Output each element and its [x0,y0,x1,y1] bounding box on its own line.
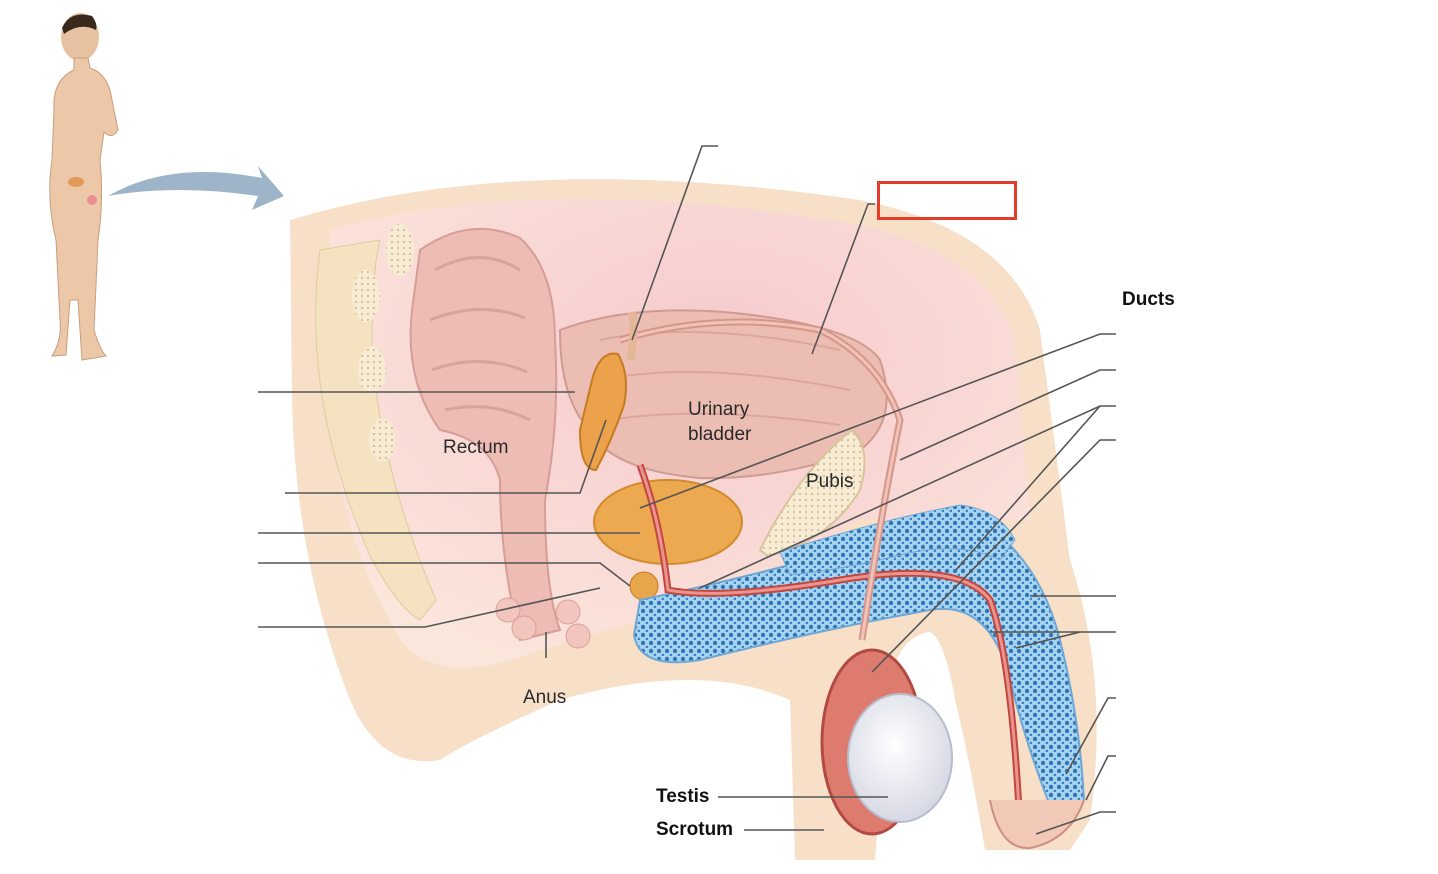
answer-box[interactable] [877,181,1017,220]
ducts-label: Ducts [1122,289,1175,310]
pubis-label: Pubis [806,471,854,492]
testis-label: Testis [656,786,710,807]
anus-label: Anus [523,687,567,708]
body-cross-section [290,179,1097,860]
pointer-arrow [108,166,284,210]
scrotum-label: Scrotum [656,819,734,840]
urinary-bladder-label-line2: bladder [688,424,752,445]
urinary-bladder-label-line1: Urinary [688,399,750,420]
rectum-label: Rectum [443,437,509,458]
leader-lines [258,145,1116,835]
human-figure-icon [49,13,119,361]
